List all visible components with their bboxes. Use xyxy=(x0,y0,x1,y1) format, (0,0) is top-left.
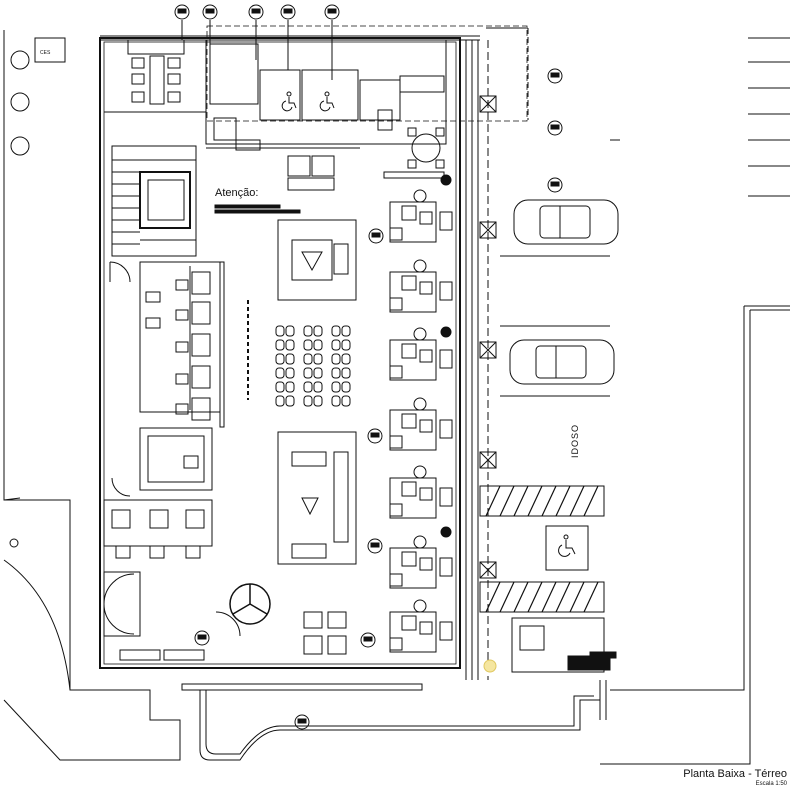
workstation xyxy=(389,599,453,653)
bottom-pipes xyxy=(181,680,607,761)
chair-icon xyxy=(285,381,295,393)
chair-icon xyxy=(331,339,341,351)
restroom-block xyxy=(205,39,447,151)
chair-icon xyxy=(285,353,295,365)
chair-icon xyxy=(331,367,341,379)
chair-icon xyxy=(331,353,341,365)
chair-icon xyxy=(303,367,313,379)
chair-icon xyxy=(285,339,295,351)
accessibility-icon xyxy=(281,91,335,112)
site-boundary xyxy=(3,30,181,761)
door-icon xyxy=(109,261,241,637)
chair-grid-center xyxy=(247,219,357,565)
attention-label: Atenção: xyxy=(215,187,259,199)
chair-icon xyxy=(331,395,341,407)
drawing-title: Planta Baixa - Térreo xyxy=(683,768,787,780)
sofa-top xyxy=(287,155,335,191)
chair-icon xyxy=(313,395,323,407)
chair-icon xyxy=(313,367,323,379)
logo-icon xyxy=(229,583,271,625)
chair-icon xyxy=(313,353,323,365)
chair-icon xyxy=(341,395,351,407)
chair-icon xyxy=(275,339,285,351)
workstation xyxy=(389,397,453,451)
chair-icon xyxy=(275,325,285,337)
workstation xyxy=(389,465,453,519)
chair-icon xyxy=(303,353,313,365)
chair-icon xyxy=(275,367,285,379)
chair-icon xyxy=(313,339,323,351)
stair-icon xyxy=(111,145,197,257)
chair-icon xyxy=(313,325,323,337)
workstation xyxy=(389,259,453,313)
chair-icon xyxy=(303,381,313,393)
chair-icon xyxy=(303,395,313,407)
workstation xyxy=(389,327,453,381)
car-icon xyxy=(509,199,619,385)
chair-icon xyxy=(285,325,295,337)
section-marker-icon xyxy=(174,4,563,730)
chair-icon xyxy=(303,325,313,337)
pipe-lines xyxy=(100,27,529,680)
chair-icon xyxy=(285,395,295,407)
workstation-column xyxy=(389,189,453,653)
workstation xyxy=(389,189,453,243)
chair-icon xyxy=(275,381,285,393)
chair-icon xyxy=(303,339,313,351)
workstation xyxy=(389,535,453,589)
chair-icon xyxy=(341,367,351,379)
table-bottom xyxy=(303,611,347,655)
chair-icon xyxy=(341,353,351,365)
parking-label-idoso: IDOSO xyxy=(570,423,580,458)
ces-label: CES xyxy=(40,50,51,56)
chair-group-top-left xyxy=(104,39,206,113)
left-offices xyxy=(103,261,225,661)
parking-lot xyxy=(479,37,790,765)
chair-icon xyxy=(331,325,341,337)
chair-icon xyxy=(275,353,285,365)
chair-icon xyxy=(331,381,341,393)
chair-icon xyxy=(285,367,295,379)
building-walls xyxy=(99,37,461,669)
attention-sign xyxy=(214,204,301,214)
chair-icon xyxy=(341,381,351,393)
table-icon xyxy=(383,127,445,179)
chair-icon xyxy=(341,339,351,351)
chair-icon xyxy=(313,381,323,393)
chair-icon xyxy=(341,325,351,337)
chair-icon xyxy=(275,395,285,407)
drawing-scale: Escala 1:50 xyxy=(755,781,787,787)
